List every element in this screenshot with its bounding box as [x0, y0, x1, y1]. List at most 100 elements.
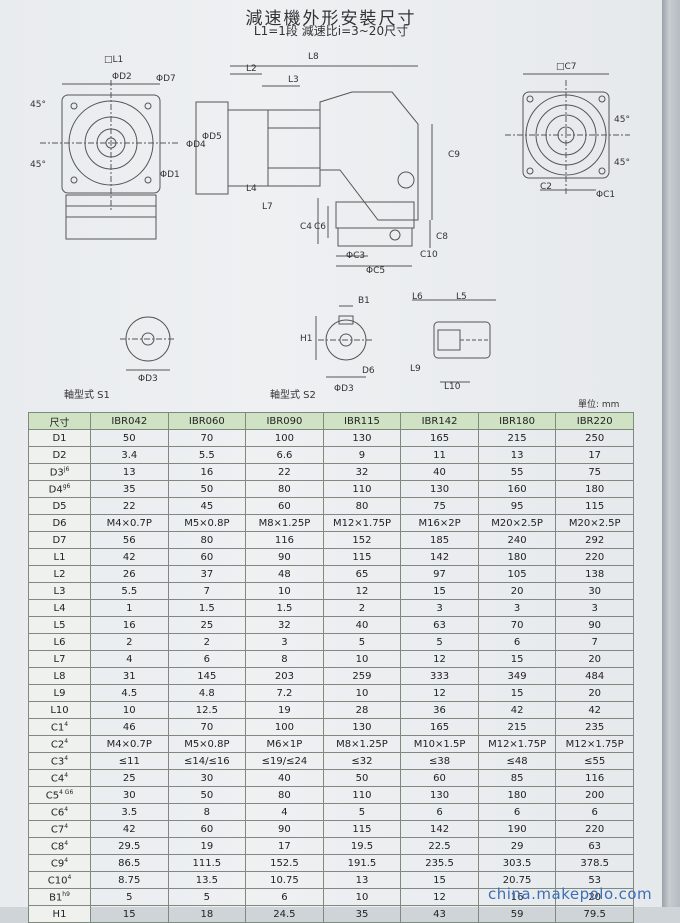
table-cell: M4×0.7P [90, 735, 169, 753]
row-key: D3 [49, 467, 64, 479]
table-header-model: IBR115 [322, 412, 402, 430]
table-cell: 20 [555, 684, 634, 702]
table-cell: ≤32 [322, 752, 402, 770]
table-cell: 3 [555, 599, 634, 617]
table-cell: 37 [167, 565, 247, 583]
table-cell: 292 [555, 531, 634, 549]
table-header-model: IBR180 [477, 412, 557, 430]
row-key-cell: H1 [28, 905, 91, 923]
table-cell: M5×0.8P [167, 514, 247, 532]
label-s2-D6: D6 [362, 366, 375, 376]
table-cell: 90 [555, 616, 634, 634]
row-key-cell: D1 [28, 429, 91, 447]
page-subtitle: L1=1段 減速比i=3~20尺寸 [253, 24, 409, 38]
row-key-cell: C44 [28, 769, 91, 787]
table-cell: 250 [555, 429, 634, 447]
label-L5: L5 [456, 292, 467, 302]
row-key-cell: C34 [28, 752, 91, 770]
row-key-cell: D4g6 [28, 480, 91, 498]
table-cell: 5 [90, 888, 169, 906]
table-cell: 36 [400, 701, 479, 719]
table-cell: 2 [167, 633, 247, 651]
table-cell: 185 [400, 531, 479, 549]
table-cell: 20 [555, 650, 634, 668]
table-cell: 7.2 [245, 684, 324, 702]
row-key: C3 [50, 756, 65, 768]
table-cell: ≤11 [90, 752, 169, 770]
table-cell: 5 [400, 633, 479, 651]
table-cell: 7 [167, 582, 247, 600]
row-key-cell: L4 [28, 599, 91, 617]
row-key: L10 [50, 704, 69, 716]
table-cell: 50 [322, 769, 402, 787]
row-key-cell: L9 [28, 684, 91, 702]
table-header-model: IBR220 [555, 412, 634, 430]
table-cell: 60 [400, 769, 479, 787]
table-cell: 3.4 [90, 446, 169, 464]
table-cell: 30 [90, 786, 169, 804]
row-key-cell: D2 [28, 446, 91, 464]
table-cell: 70 [167, 718, 247, 736]
table-cell: 145 [167, 667, 247, 685]
table-cell: 203 [245, 667, 324, 685]
table-cell: 8.75 [90, 871, 169, 889]
table-cell: 70 [477, 616, 557, 634]
table-cell: 130 [400, 786, 479, 804]
table-cell: 100 [245, 429, 324, 447]
page-title: 減速機外形安裝尺寸 [245, 9, 417, 29]
row-key: C4 [50, 773, 65, 785]
table-cell: 12 [400, 888, 479, 906]
row-key-cell: B1h9 [28, 888, 91, 906]
label-C6: C6 [314, 222, 327, 232]
table-cell: 20 [477, 582, 557, 600]
table-cell: 6 [555, 803, 634, 821]
table-cell: 60 [167, 548, 247, 566]
table-cell: 75 [555, 463, 634, 481]
table-cell: M6×1P [245, 735, 324, 753]
table-cell: 90 [245, 820, 324, 838]
table-cell: ≤55 [555, 752, 634, 770]
table-cell: 180 [477, 786, 557, 804]
row-key: D7 [52, 534, 67, 546]
table-cell: 10 [322, 684, 402, 702]
table-cell: 111.5 [167, 854, 247, 872]
label-front-angle-1: 45° [30, 100, 46, 110]
table-cell: 116 [555, 769, 634, 787]
row-key-cell: C54 G6 [28, 786, 91, 804]
table-cell: 15 [477, 650, 557, 668]
row-key-cell: L10 [28, 701, 91, 719]
row-key-cell: L6 [28, 633, 91, 651]
row-key-cell: D5 [28, 497, 91, 515]
table-cell: M8×1.25P [322, 735, 402, 753]
row-key-note: 4 [64, 839, 69, 847]
row-key: H1 [52, 908, 67, 920]
table-cell: 28 [322, 701, 402, 719]
table-cell: M20×2.5P [477, 514, 557, 532]
row-key-note: g6 [62, 482, 71, 490]
table-cell: 31 [90, 667, 169, 685]
table-cell: 12.5 [167, 701, 247, 719]
row-key: C9 [50, 858, 65, 870]
table-cell: 10 [322, 888, 402, 906]
page-edge [662, 0, 680, 907]
row-key-cell: D7 [28, 531, 91, 549]
table-cell: 8 [245, 650, 324, 668]
table-cell: 42 [477, 701, 557, 719]
table-cell: 2 [90, 633, 169, 651]
row-key: L5 [53, 619, 66, 631]
table-cell: 25 [90, 769, 169, 787]
label-D5: ΦD5 [202, 132, 222, 142]
table-cell: 60 [245, 497, 324, 515]
table-cell: 13.5 [167, 871, 247, 889]
row-key: L1 [53, 551, 66, 563]
row-key: D4 [48, 484, 63, 496]
table-cell: 142 [400, 548, 479, 566]
label-rear-angle-2: 45° [614, 158, 630, 168]
row-key-cell: C64 [28, 803, 91, 821]
